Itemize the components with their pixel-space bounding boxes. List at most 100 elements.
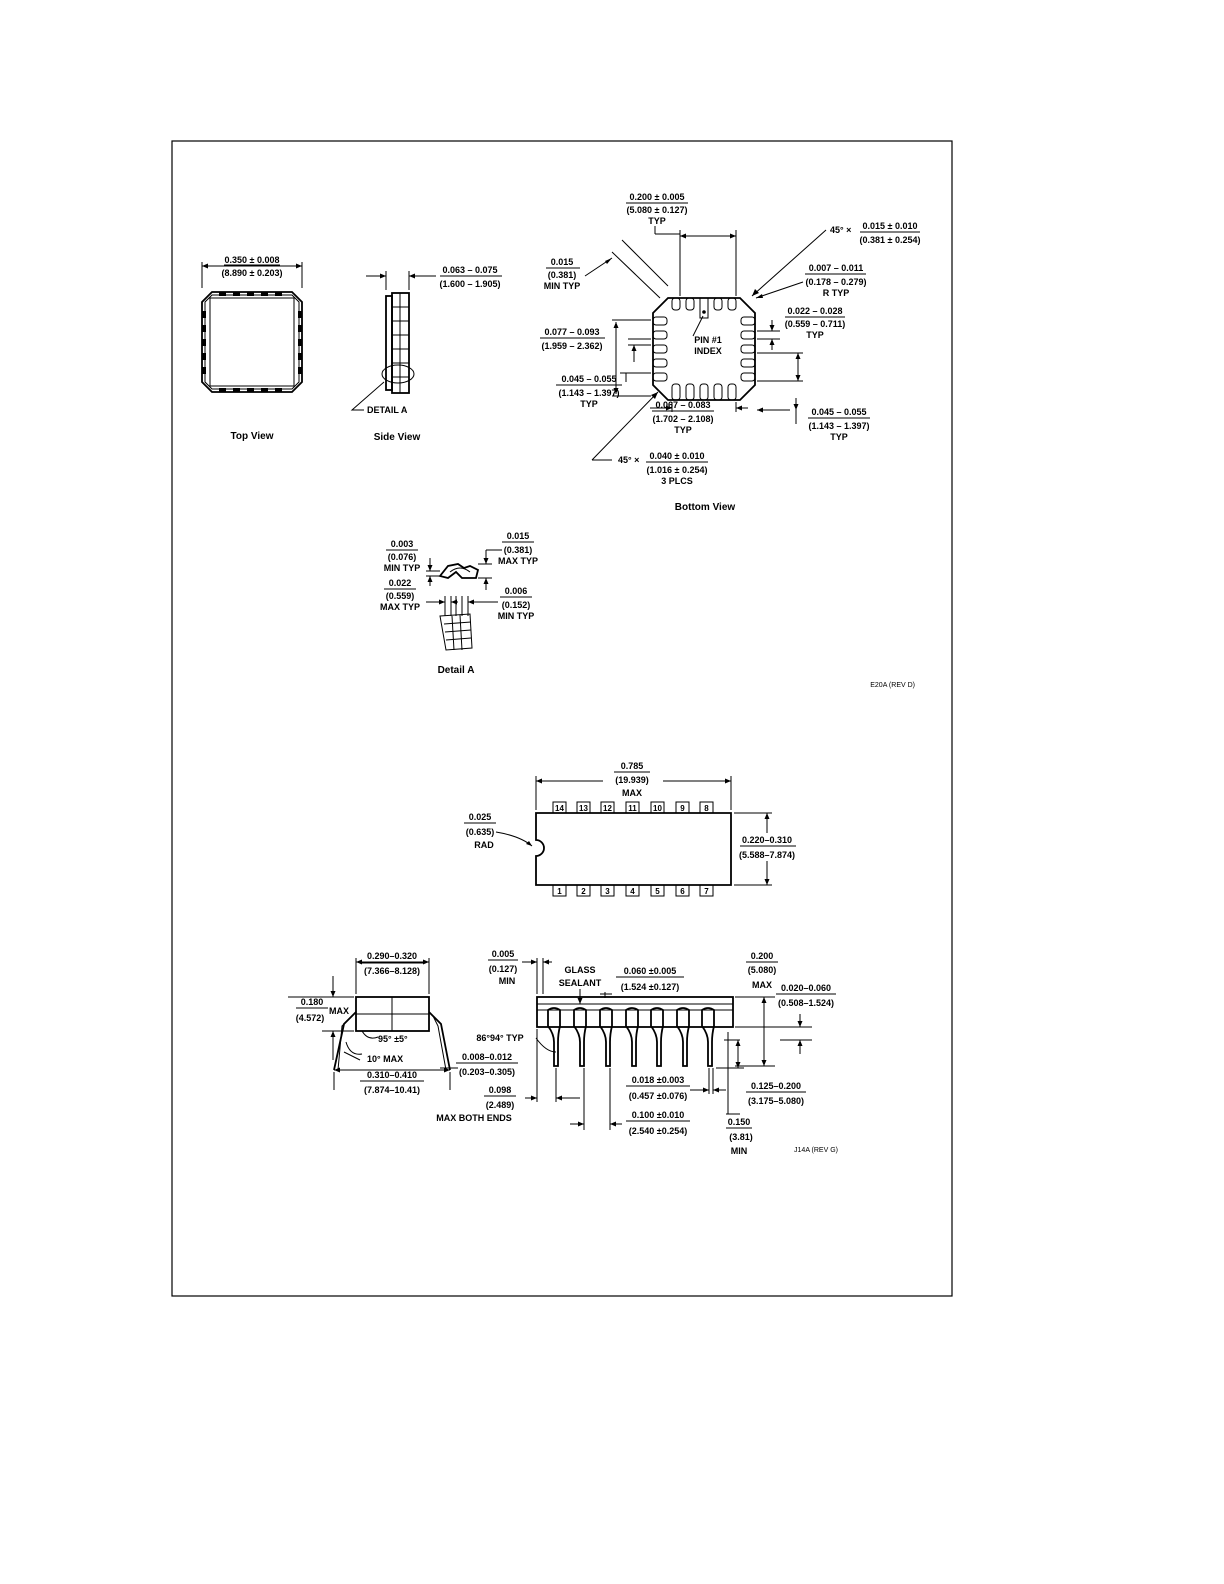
pad-len-left-top: 0.077 – 0.093 bbox=[544, 327, 599, 337]
seat-bottom: (0.508–1.524) bbox=[778, 998, 834, 1008]
detail-d1-note: MIN TYP bbox=[384, 563, 421, 573]
lcc-side-view: 0.063 – 0.075 (1.600 – 1.905) DETAIL A S… bbox=[350, 265, 502, 443]
radius-note: R TYP bbox=[823, 288, 850, 298]
min-typ-bottom: (0.381) bbox=[548, 270, 577, 280]
detail-d3-note: MAX TYP bbox=[380, 602, 420, 612]
detail-a-caption: Detail A bbox=[438, 665, 475, 676]
body-height-top: 0.200 bbox=[751, 951, 774, 961]
dip-side-view: 0.005 (0.127) MIN GLASS SEALANT 0.060 ±0… bbox=[436, 949, 836, 1156]
min-len-top: 0.150 bbox=[728, 1117, 751, 1127]
detail-d3-top: 0.022 bbox=[389, 578, 412, 588]
lead-thick-top: 0.008–0.012 bbox=[462, 1052, 512, 1062]
lead-thick-bottom: (0.203–0.305) bbox=[459, 1067, 515, 1077]
detail-d4-note: MIN TYP bbox=[498, 611, 535, 621]
lcc-drawing-ref: E20A (REV D) bbox=[870, 682, 915, 689]
pin-5: 5 bbox=[655, 887, 660, 896]
pad-len-bottom-top: 0.067 – 0.083 bbox=[655, 400, 710, 410]
detail-d2-top: 0.015 bbox=[507, 531, 530, 541]
chamfer-bottom-top: 0.040 ± 0.010 bbox=[650, 451, 705, 461]
side-view-thickness-bottom: (1.600 – 1.905) bbox=[439, 279, 500, 289]
pin-1: 1 bbox=[557, 887, 562, 896]
pin-11: 11 bbox=[628, 804, 637, 813]
pin-4: 4 bbox=[630, 887, 635, 896]
lcc-bottom-view: PIN #1 INDEX 0.200 ± 0.005 (5.080 ± 0.12… bbox=[540, 192, 920, 513]
lead-len-top: 0.125–0.200 bbox=[751, 1081, 801, 1091]
standoff-bottom: (0.127) bbox=[489, 964, 518, 974]
lead-len-bottom: (3.175–5.080) bbox=[748, 1096, 804, 1106]
end-space-top: 0.098 bbox=[489, 1085, 512, 1095]
pad-width-top: 0.022 – 0.028 bbox=[787, 306, 842, 316]
chamfer-top-bottom: (0.381 ± 0.254) bbox=[860, 235, 921, 245]
lead-width-top-label: 0.018 ±0.003 bbox=[632, 1075, 684, 1085]
glass-label: GLASS bbox=[564, 965, 595, 975]
bottom-view-caption: Bottom View bbox=[675, 502, 736, 513]
pin-2: 2 bbox=[581, 887, 586, 896]
pad-len-bottom-note: TYP bbox=[674, 425, 692, 435]
notch-top: 0.025 bbox=[469, 812, 492, 822]
dip-length-bottom: (19.939) bbox=[615, 775, 649, 785]
pin-3: 3 bbox=[605, 887, 610, 896]
notch-bottom: (0.635) bbox=[466, 827, 495, 837]
pad-space-right-bottom: (1.143 – 1.397) bbox=[808, 421, 869, 431]
lead-span-bottom: (7.874–10.41) bbox=[364, 1085, 420, 1095]
chamfer-top-prefix: 45° × bbox=[830, 225, 851, 235]
lead-angle-label: 86°94° TYP bbox=[476, 1033, 523, 1043]
body-height-note: MAX bbox=[752, 980, 772, 990]
pin-14: 14 bbox=[555, 804, 564, 813]
row-spacing-top: 0.290–0.320 bbox=[367, 951, 417, 961]
height-note: MAX bbox=[329, 1006, 349, 1016]
pin-8: 8 bbox=[704, 804, 709, 813]
sealant-label: SEALANT bbox=[559, 978, 602, 988]
height-top: 0.180 bbox=[301, 997, 324, 1007]
seat-top: 0.020–0.060 bbox=[781, 983, 831, 993]
pad-space-right-top: 0.045 – 0.055 bbox=[811, 407, 866, 417]
pin-10: 10 bbox=[653, 804, 662, 813]
row-spacing-bottom: (7.366–8.128) bbox=[364, 966, 420, 976]
pin-1-index-pad bbox=[699, 297, 709, 319]
end-angle-1: 95° ±5° bbox=[378, 1034, 408, 1044]
pad-width-bottom: (0.559 – 0.711) bbox=[785, 319, 846, 329]
dip-drawing-ref: J14A (REV G) bbox=[794, 1147, 838, 1154]
top-view-width-top: 0.350 ± 0.008 bbox=[225, 255, 280, 265]
pitch-dip-top: 0.100 ±0.010 bbox=[632, 1110, 684, 1120]
lead-span-top: 0.310–0.410 bbox=[367, 1070, 417, 1080]
side-view-thickness-top: 0.063 – 0.075 bbox=[442, 265, 497, 275]
pad-space-left-top: 0.045 – 0.055 bbox=[561, 374, 616, 384]
top-view-caption: Top View bbox=[231, 431, 274, 442]
dip-length-note: MAX bbox=[622, 788, 642, 798]
detail-d2-bottom: (0.381) bbox=[504, 545, 533, 555]
dip-side-leads bbox=[547, 1007, 715, 1067]
pad-space-left-note: TYP bbox=[580, 399, 598, 409]
detail-d1-top: 0.003 bbox=[391, 539, 414, 549]
pin-1-label: PIN #1 bbox=[694, 335, 722, 345]
pitch-top: 0.200 ± 0.005 bbox=[630, 192, 685, 202]
top-view-width-bottom: (8.890 ± 0.203) bbox=[222, 268, 283, 278]
pin-7: 7 bbox=[704, 887, 709, 896]
pad-space-left-bottom: (1.143 – 1.397) bbox=[558, 388, 619, 398]
min-typ-note: MIN TYP bbox=[544, 281, 581, 291]
lead-width-top-top: 0.060 ±0.005 bbox=[624, 966, 676, 976]
pin-12: 12 bbox=[603, 804, 612, 813]
dip-width-top: 0.220–0.310 bbox=[742, 835, 792, 845]
bottom-view-pads bbox=[652, 297, 756, 401]
standoff-note: MIN bbox=[499, 976, 516, 986]
dip-width-bottom: (5.588–7.874) bbox=[739, 850, 795, 860]
chamfer-bottom-bottom: (1.016 ± 0.254) bbox=[647, 465, 708, 475]
pitch-bottom: (5.080 ± 0.127) bbox=[627, 205, 688, 215]
chamfer-top-top: 0.015 ± 0.010 bbox=[863, 221, 918, 231]
pad-width-note: TYP bbox=[806, 330, 824, 340]
lead-width-bottom-label: (0.457 ±0.076) bbox=[629, 1091, 687, 1101]
min-len-note: MIN bbox=[731, 1146, 748, 1156]
radius-bottom: (0.178 – 0.279) bbox=[805, 277, 866, 287]
dip-top-pins: 14 13 12 11 10 9 8 bbox=[552, 801, 714, 814]
lead-width-top-bottom: (1.524 ±0.127) bbox=[621, 982, 679, 992]
detail-d4-bottom: (0.152) bbox=[502, 600, 531, 610]
standoff-top: 0.005 bbox=[492, 949, 515, 959]
min-typ-top: 0.015 bbox=[551, 257, 574, 267]
dip-end-view: 95° ±5° 10° MAX 0.290–0.320 (7.366–8.128… bbox=[288, 951, 518, 1095]
pad-space-right-note: TYP bbox=[830, 432, 848, 442]
pin-13: 13 bbox=[579, 804, 588, 813]
pin-1-index-label: INDEX bbox=[694, 346, 722, 356]
dip-top-view: 14 13 12 11 10 9 8 1 2 3 4 5 6 7 0.785 (… bbox=[464, 761, 798, 897]
